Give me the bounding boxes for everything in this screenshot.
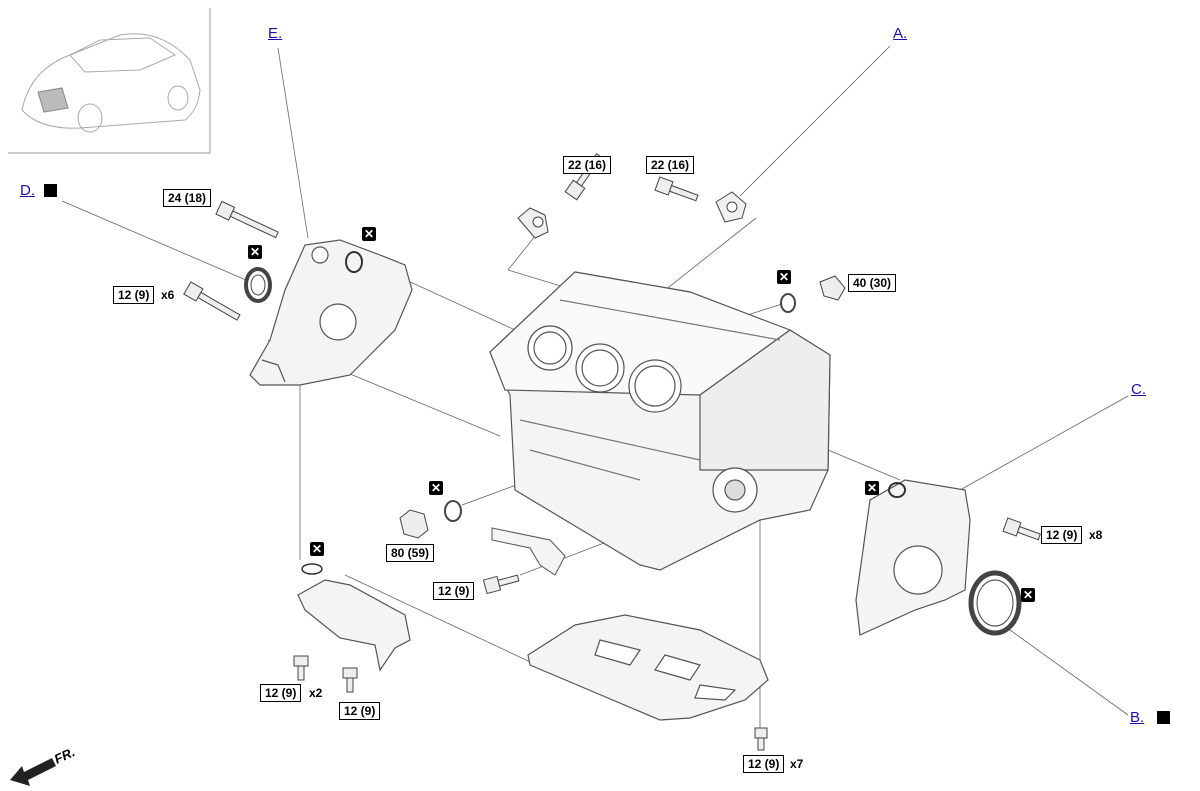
qty-x7: x7	[790, 757, 804, 771]
torque-40-30: 40 (30)	[848, 274, 897, 292]
new-part-icon: ✕	[248, 245, 262, 259]
new-part-icon: ✕	[429, 481, 443, 495]
torque-12-9-rear: 12 (9)	[1041, 526, 1083, 544]
knock-sensor-right	[715, 191, 747, 223]
qty-x2: x2	[309, 686, 323, 700]
torque-80-59: 80 (59)	[386, 544, 435, 562]
oil-pressure-plug	[780, 275, 846, 313]
torque-22-16-left: 22 (16)	[563, 156, 612, 174]
rear-o-ring	[888, 482, 906, 498]
drain-plug-80	[399, 500, 462, 539]
torque-bolt-x6: 12 (9)	[113, 286, 155, 304]
new-part-icon: ✕	[865, 481, 879, 495]
bullet-b	[1157, 711, 1170, 724]
knock-sensor-left	[517, 207, 549, 239]
qty-x8: x8	[1089, 528, 1103, 542]
torque-22-16-right: 22 (16)	[646, 156, 695, 174]
link-e[interactable]: E.	[268, 25, 283, 42]
new-part-icon: ✕	[310, 542, 324, 556]
bolt-12-9-x6	[183, 281, 241, 321]
bolt-24-18	[215, 200, 279, 239]
bolt-strainer-x2	[293, 655, 309, 681]
new-part-icon: ✕	[362, 227, 376, 241]
front-arrow-icon	[10, 758, 56, 786]
qty-x6: x6	[161, 288, 175, 302]
strainer-o-ring	[301, 563, 323, 575]
bullet-d	[44, 184, 57, 197]
new-part-icon: ✕	[777, 270, 791, 284]
link-c[interactable]: C.	[1131, 381, 1146, 398]
link-b[interactable]: B.	[1130, 709, 1145, 726]
torque-strainer-x2: 12 (9)	[260, 684, 302, 702]
front-oil-seal	[244, 267, 272, 303]
new-part-icon: ✕	[1021, 588, 1035, 602]
oil-pan-baffle	[527, 614, 769, 721]
bolt-12-9-mid	[482, 574, 520, 595]
torque-12-9-mid: 12 (9)	[433, 582, 475, 600]
link-a[interactable]: A.	[893, 25, 908, 42]
oil-strainer	[297, 579, 411, 672]
cylinder-block	[489, 271, 831, 571]
bolt-strainer	[342, 667, 358, 693]
oil-jet-pipe	[491, 527, 566, 576]
vehicle-locator-inset	[8, 8, 211, 154]
link-d[interactable]: D.	[20, 182, 35, 199]
bolt-oilpan-x7	[754, 727, 768, 751]
rear-seal-retainer	[855, 479, 971, 636]
oil-pump-cover	[249, 239, 413, 386]
oil-pump-o-ring	[345, 251, 363, 273]
bolt-12-9-rear	[1002, 517, 1041, 541]
torque-oilpan: 12 (9)	[743, 755, 785, 773]
rear-oil-seal	[968, 570, 1022, 636]
torque-24-18: 24 (18)	[163, 189, 212, 207]
torque-strainer: 12 (9)	[339, 702, 381, 720]
bolts	[183, 153, 1041, 751]
bolt-22-16-right	[654, 176, 699, 202]
